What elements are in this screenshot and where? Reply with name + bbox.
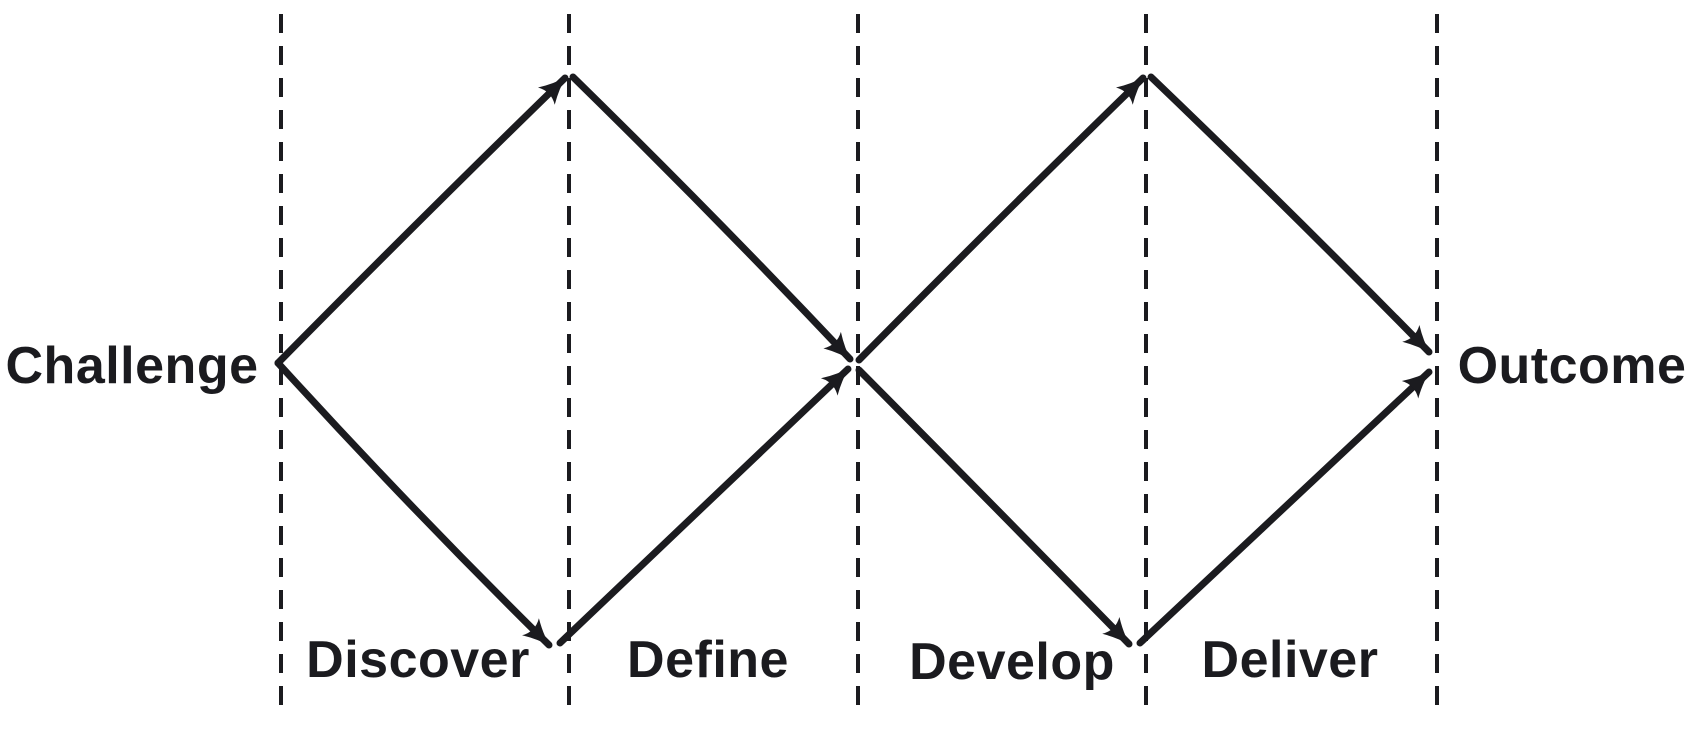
arrow-develop-peak-to-outcome	[1147, 73, 1433, 356]
outcome-label: Outcome	[1457, 337, 1687, 395]
arrow-midpoint-to-develop-peak	[855, 74, 1147, 364]
phase-label-deliver: Deliver	[1201, 631, 1379, 689]
phase-label-develop: Develop	[909, 633, 1115, 691]
arrow-challenge-to-discover-trough	[274, 359, 553, 649]
challenge-label: Challenge	[5, 337, 259, 395]
arrow-midpoint-to-develop-trough	[855, 366, 1133, 648]
arrow-discover-peak-to-midpoint	[569, 73, 854, 363]
arrow-develop-trough-to-outcome	[1136, 368, 1433, 647]
arrow-challenge-to-discover-peak	[274, 74, 569, 367]
arrow-discover-trough-to-midpoint	[556, 365, 852, 647]
phase-label-discover: Discover	[306, 631, 530, 689]
phase-label-define: Define	[627, 631, 789, 689]
